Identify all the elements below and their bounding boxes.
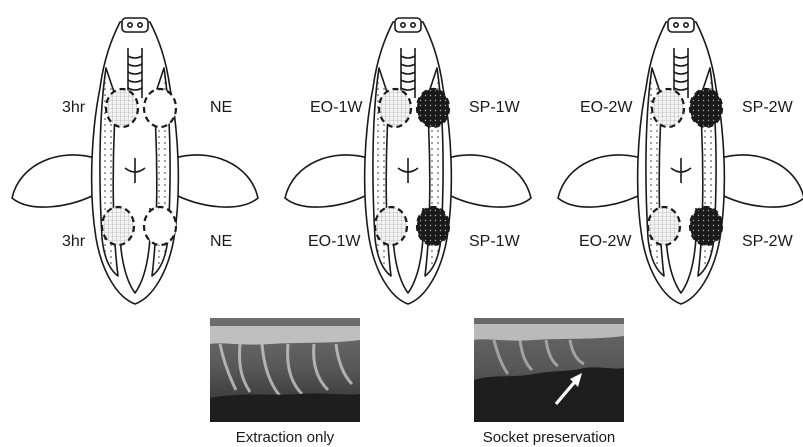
label-left-upper: 3hr <box>62 100 85 116</box>
rat-head-diagram-1: 3hr NE 3hr NE <box>0 8 270 308</box>
label-left-lower: 3hr <box>62 234 85 250</box>
label-right-upper: SP-2W <box>742 100 793 116</box>
label-right-upper: SP-1W <box>469 100 520 116</box>
rat-head-drawing-1 <box>0 8 270 308</box>
caption-socket-preservation: Socket preservation <box>456 430 642 445</box>
rat-head-diagram-3: EO-2W SP-2W EO-2W SP-2W <box>546 8 803 308</box>
rat-head-drawing-3 <box>546 8 803 308</box>
label-right-lower: SP-2W <box>742 234 793 250</box>
label-left-upper: EO-1W <box>310 100 362 116</box>
label-left-upper: EO-2W <box>580 100 632 116</box>
label-right-upper: NE <box>210 100 232 116</box>
xray-extraction-only <box>210 318 360 422</box>
xray-image-2 <box>474 318 624 422</box>
label-right-lower: NE <box>210 234 232 250</box>
caption-extraction-only: Extraction only <box>210 430 360 445</box>
label-left-lower: EO-2W <box>579 234 631 250</box>
label-right-lower: SP-1W <box>469 234 520 250</box>
xray-image-1 <box>210 318 360 422</box>
rat-head-drawing-2 <box>273 8 543 308</box>
rat-head-diagram-2: EO-1W SP-1W EO-1W SP-1W <box>273 8 543 308</box>
label-left-lower: EO-1W <box>308 234 360 250</box>
xray-socket-preservation <box>474 318 624 422</box>
